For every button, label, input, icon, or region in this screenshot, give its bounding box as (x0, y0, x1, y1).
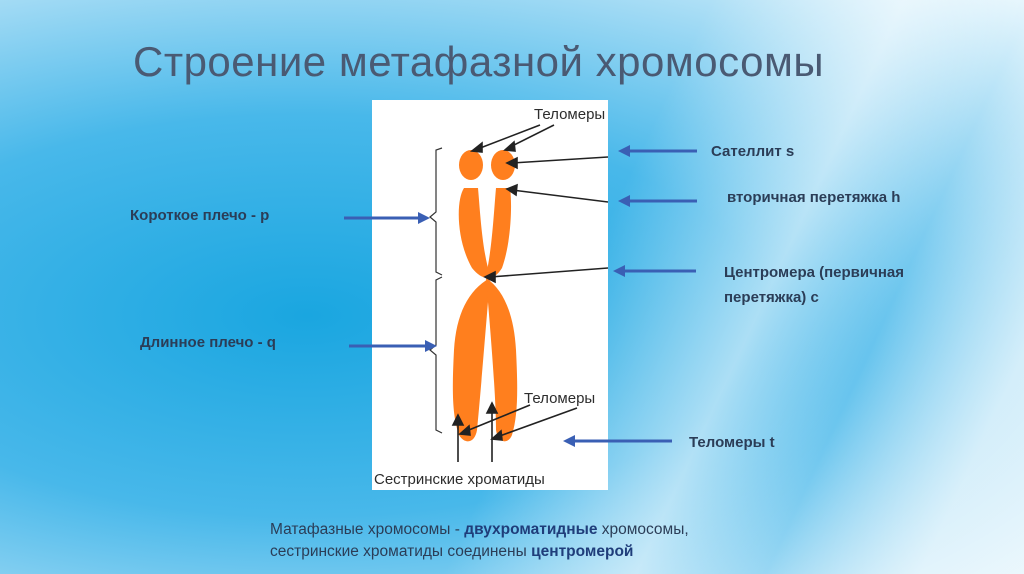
long-arm-bracket (429, 276, 443, 434)
telomeres-label: Теломеры t (689, 434, 775, 451)
chromosome-figure: Теломеры Теломеры Сестринские хроматиды (372, 100, 608, 490)
telomeres-bottom-label: Теломеры (524, 390, 596, 407)
chromosome-illustration (429, 124, 608, 462)
caption-line2-bold: центромерой (531, 543, 634, 560)
long-arm-label: Длинное плечо - q (140, 334, 276, 351)
secondary-constriction-arrow (618, 195, 697, 207)
right-chromatid (486, 150, 518, 442)
slide-title: Строение метафазной хромосомы (133, 38, 825, 85)
centromere-arrow (613, 265, 696, 277)
caption-line2-text: сестринские хроматиды соединены (270, 543, 532, 560)
sister-chromatids-label: Сестринские хроматиды (374, 471, 545, 488)
centromere-label-line2: перетяжка) с (724, 289, 819, 306)
satellite-label: Сателлит s (711, 143, 795, 160)
secondary-constriction-label: вторичная перетяжка h (727, 189, 901, 206)
short-arm-arrow (344, 212, 430, 224)
long-arm-arrow (349, 340, 437, 352)
caption-line1-end: хромосомы, (597, 521, 689, 538)
telomeres-top-label: Теломеры (534, 106, 606, 123)
caption: Матафазные хромосомы - двухроматидные хр… (270, 519, 689, 563)
caption-line1-text: Матафазные хромосомы - (270, 521, 465, 538)
caption-line1: Матафазные хромосомы - двухроматидные хр… (270, 519, 689, 541)
telomeres-arrow (563, 435, 672, 447)
short-arm-bracket (429, 147, 443, 276)
centromere-label-line1: Центромера (первичная (724, 264, 904, 281)
caption-line1-bold: двухроматидные (464, 521, 598, 538)
left-chromatid (452, 150, 490, 442)
satellite-arrow (618, 145, 697, 157)
caption-line2: сестринские хроматиды соединены центроме… (270, 541, 689, 563)
short-arm-label: Короткое плечо - р (130, 207, 270, 224)
